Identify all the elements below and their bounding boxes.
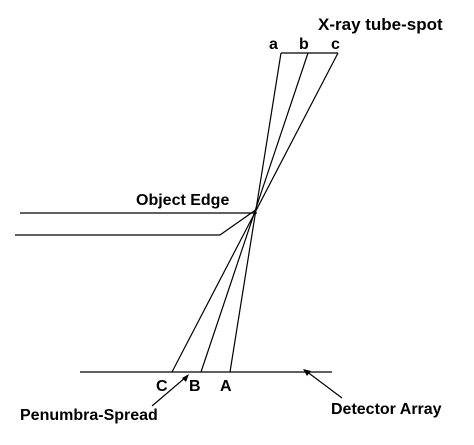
- point-C-label: C: [156, 378, 168, 395]
- spot-a-label: a: [269, 36, 278, 53]
- penumbra-label: Penumbra-Spread: [20, 407, 158, 424]
- penumbra-arrowhead-icon: [182, 374, 189, 382]
- penumbra-arrow-line: [151, 376, 187, 407]
- object-edge-label: Object Edge: [136, 192, 229, 209]
- detector-label: Detector Array: [331, 401, 442, 418]
- point-B-label: B: [189, 378, 201, 395]
- spot-b-label: b: [299, 36, 309, 53]
- spot-c-label: c: [331, 36, 340, 53]
- detector-arrow-line: [305, 370, 343, 399]
- detector-arrowhead-icon: [303, 369, 311, 376]
- tube-spot-title: X-ray tube-spot: [318, 15, 443, 34]
- object-tip-edge: [219, 208, 258, 236]
- point-A-label: A: [220, 378, 232, 395]
